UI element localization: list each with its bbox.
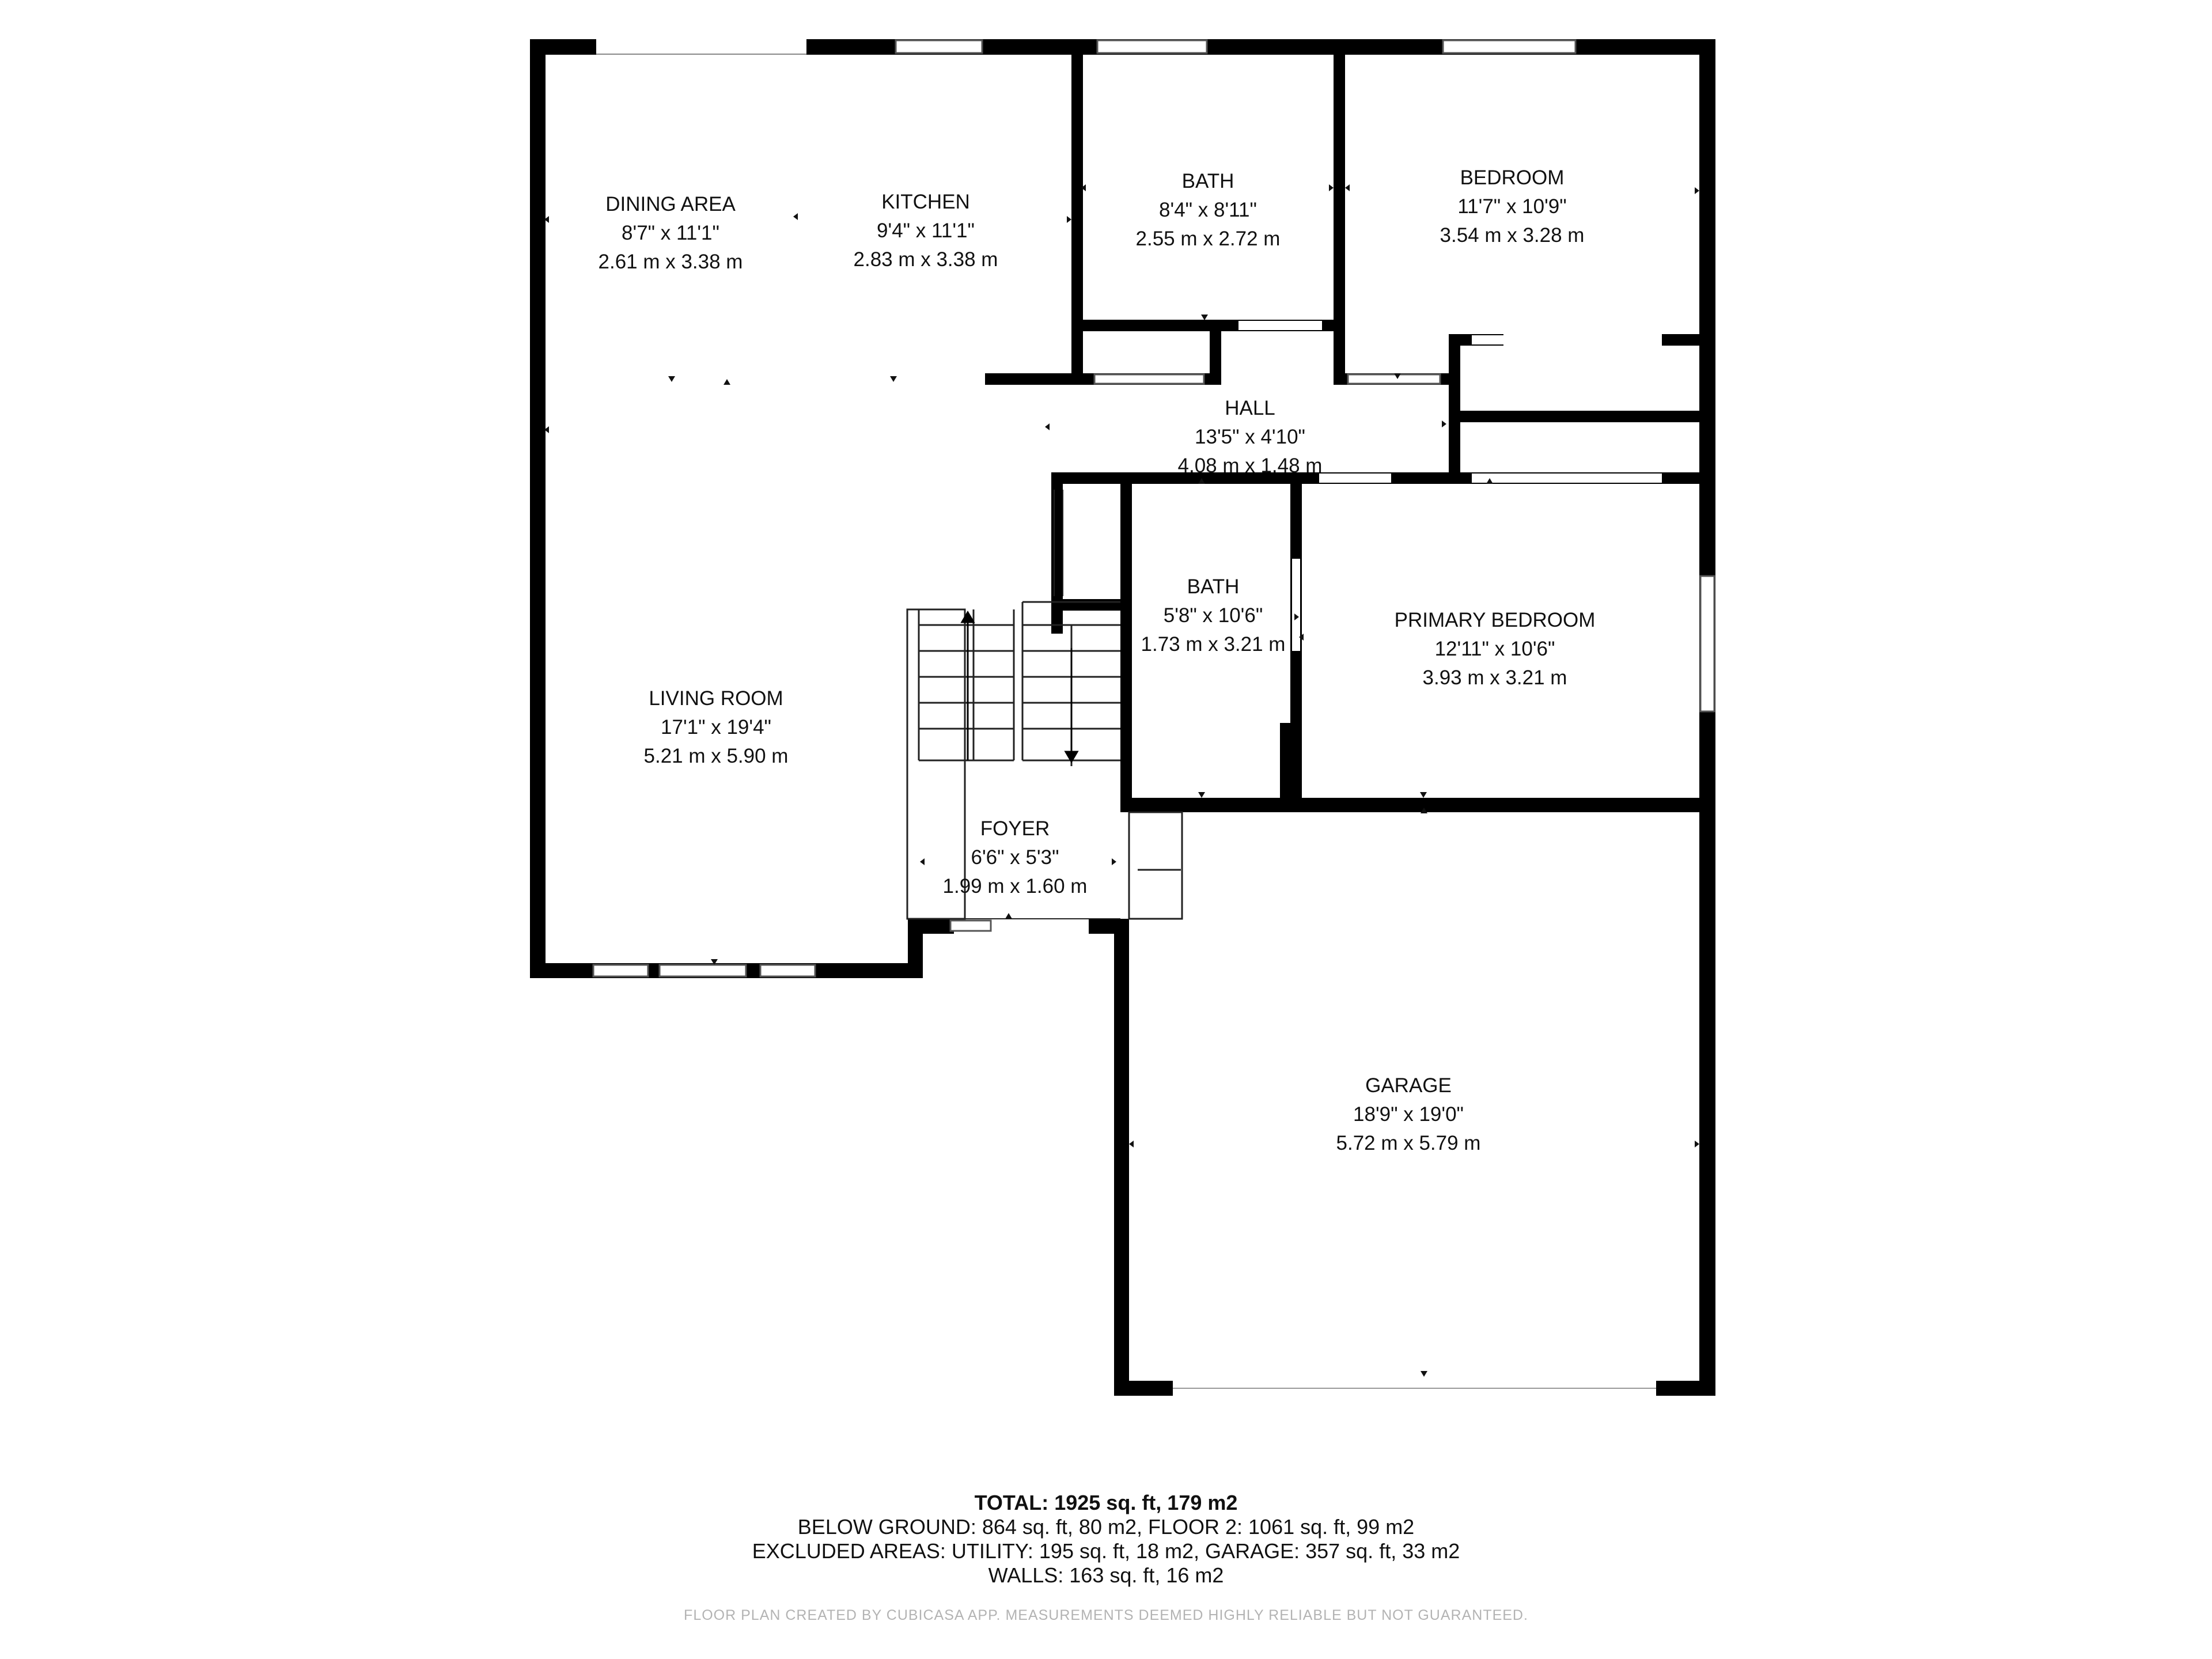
room-size-imperial: 5'8" x 10'6" [1164,604,1263,627]
room-label-living-room: LIVING ROOM 17'1" x 19'4" 5.21 m x 5.90 … [644,687,789,767]
room-label-garage: GARAGE 18'9" x 19'0" 5.72 m x 5.79 m [1336,1074,1481,1154]
room-label-bath-1: BATH 8'4" x 8'11" 2.55 m x 2.72 m [1136,170,1281,250]
room-size-imperial: 11'7" x 10'9" [1457,195,1566,218]
total-area: TOTAL: 1925 sq. ft, 179 m2 [974,1491,1238,1514]
room-size-metric: 1.73 m x 3.21 m [1141,633,1286,656]
room-name: GARAGE [1365,1074,1452,1097]
room-name: BATH [1187,575,1240,598]
room-name: HALL [1225,397,1275,419]
room-name: LIVING ROOM [649,687,783,710]
room-label-bedroom: BEDROOM 11'7" x 10'9" 3.54 m x 3.28 m [1440,166,1585,247]
room-name: BATH [1182,170,1234,192]
room-label-dining: DINING AREA 8'7" x 11'1" 2.61 m x 3.38 m [599,193,743,273]
room-label-kitchen: KITCHEN 9'4" x 11'1" 2.83 m x 3.38 m [854,191,998,271]
room-size-metric: 2.61 m x 3.38 m [599,251,743,273]
room-name: DINING AREA [605,193,736,215]
room-size-imperial: 9'4" x 11'1" [877,219,975,242]
room-size-imperial: 8'4" x 8'11" [1159,199,1257,221]
room-label-bath-2: BATH 5'8" x 10'6" 1.73 m x 3.21 m [1141,575,1286,656]
walls [530,39,1715,1396]
room-size-metric: 2.55 m x 2.72 m [1136,228,1281,250]
room-label-primary-bedroom: PRIMARY BEDROOM 12'11" x 10'6" 3.93 m x … [1395,609,1596,689]
room-size-metric: 5.21 m x 5.90 m [644,745,789,767]
room-size-metric: 3.54 m x 3.28 m [1440,224,1585,247]
room-size-imperial: 12'11" x 10'6" [1435,638,1555,660]
room-size-metric: 1.99 m x 1.60 m [943,875,1088,897]
room-label-hall: HALL 13'5" x 4'10" 4.08 m x 1.48 m [1178,397,1323,477]
room-size-imperial: 6'6" x 5'3" [971,846,1059,869]
room-size-metric: 4.08 m x 1.48 m [1178,454,1323,477]
room-size-imperial: 13'5" x 4'10" [1195,426,1305,448]
dimension-markers [544,184,1699,1377]
area-summary: TOTAL: 1925 sq. ft, 179 m2 BELOW GROUND:… [0,1491,2212,1588]
room-size-imperial: 18'9" x 19'0" [1353,1103,1464,1126]
room-name: KITCHEN [881,191,970,213]
windows [592,39,1715,1395]
room-name: BEDROOM [1460,166,1565,189]
room-size-metric: 5.72 m x 5.79 m [1336,1132,1481,1154]
room-size-metric: 3.93 m x 3.21 m [1423,666,1567,689]
room-size-imperial: 8'7" x 11'1" [622,222,719,244]
floor-areas: BELOW GROUND: 864 sq. ft, 80 m2, FLOOR 2… [797,1515,1415,1539]
walls-area: WALLS: 163 sq. ft, 16 m2 [988,1563,1224,1587]
disclaimer: FLOOR PLAN CREATED BY CUBICASA APP. MEAS… [684,1607,1528,1623]
stairs [906,490,1183,920]
room-label-foyer: FOYER 6'6" x 5'3" 1.99 m x 1.60 m [943,817,1088,897]
room-name: FOYER [980,817,1050,840]
room-size-metric: 2.83 m x 3.38 m [854,248,998,271]
room-size-imperial: 17'1" x 19'4" [661,716,771,738]
room-name: PRIMARY BEDROOM [1395,609,1596,631]
stair-arrows [960,611,1079,763]
excluded-areas: EXCLUDED AREAS: UTILITY: 195 sq. ft, 18 … [752,1539,1460,1563]
